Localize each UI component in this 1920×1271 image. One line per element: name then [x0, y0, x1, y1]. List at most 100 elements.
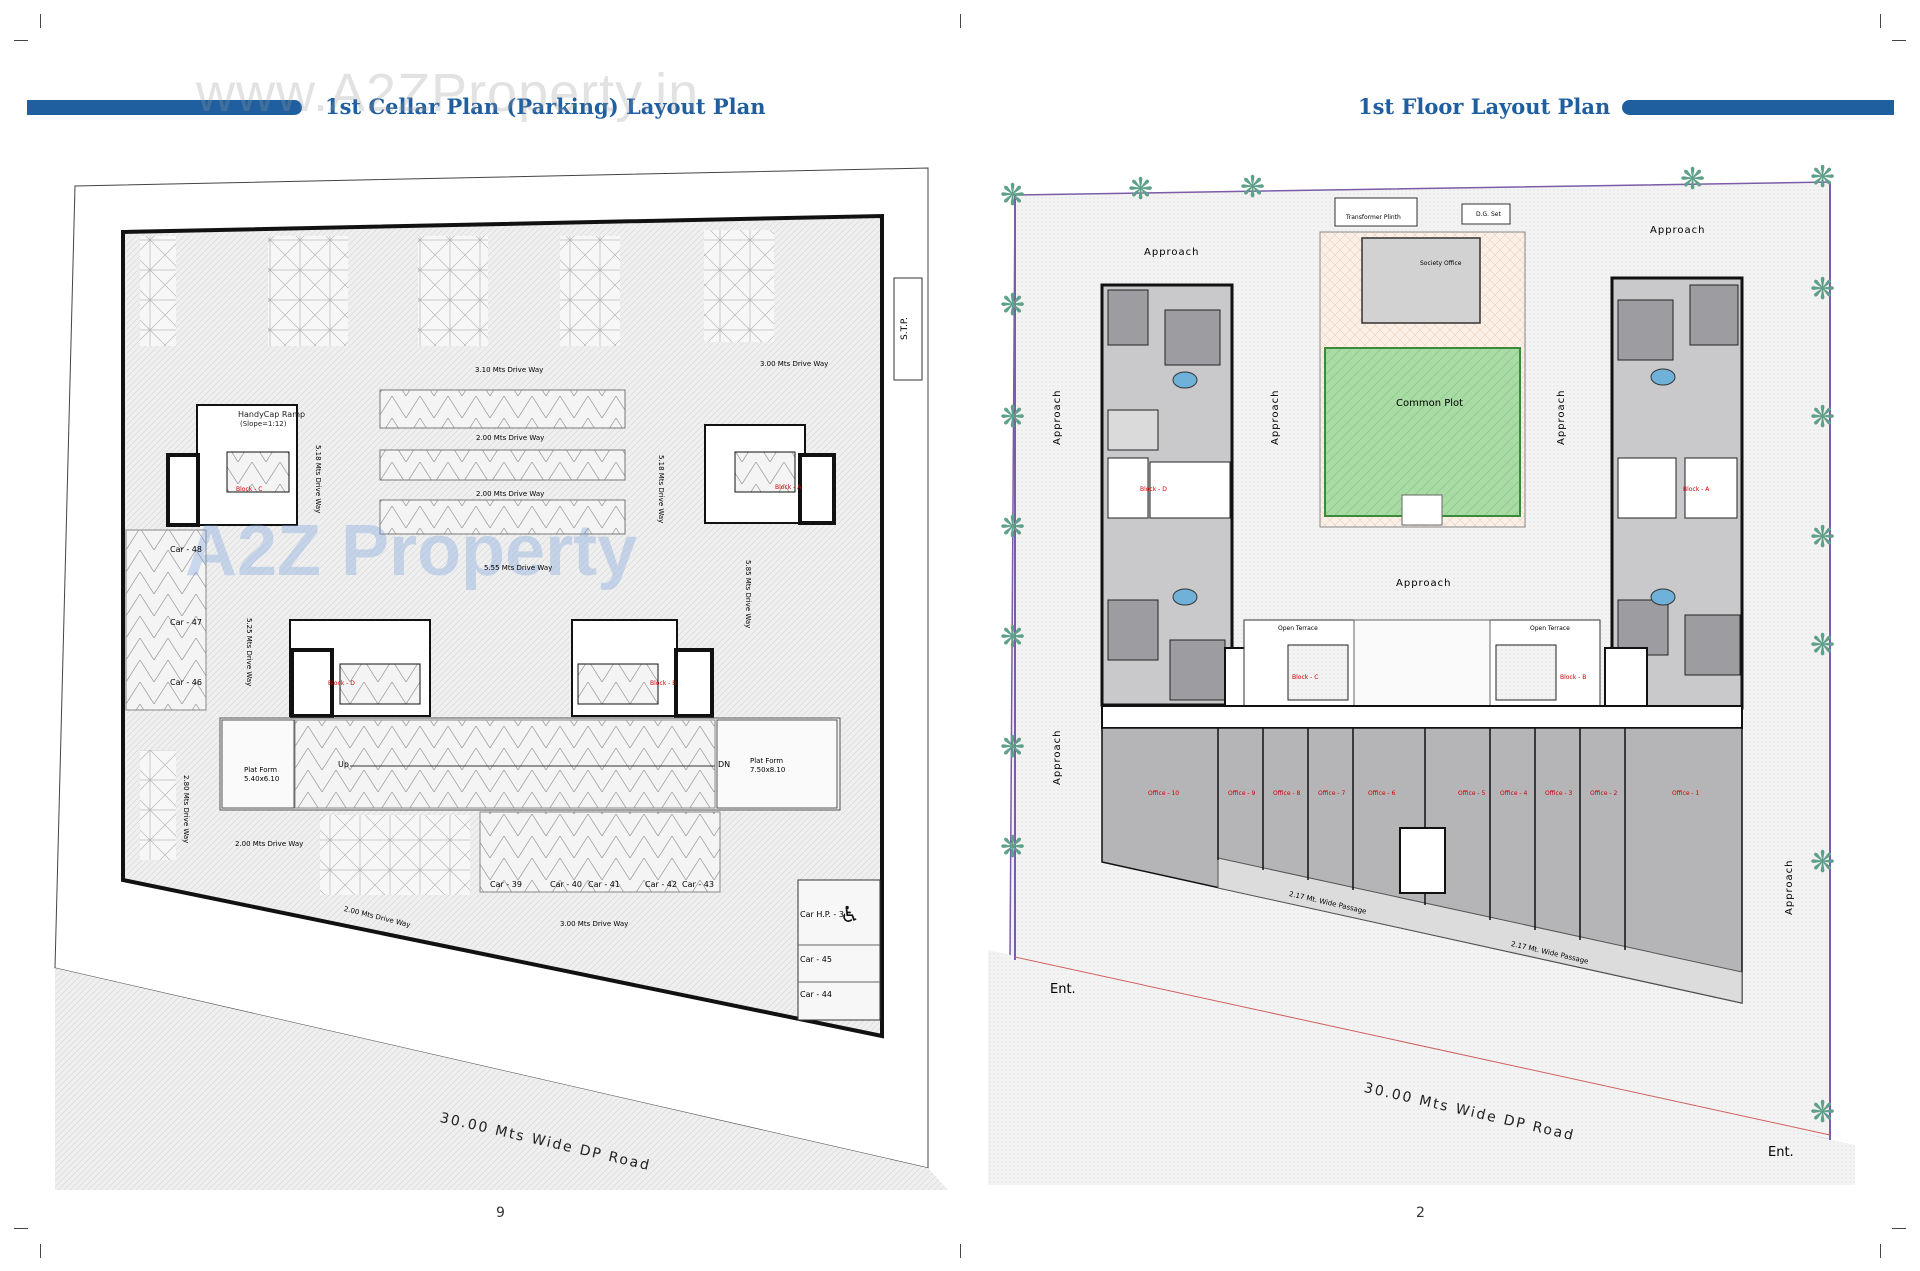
dg-set	[1461, 203, 1511, 225]
office-label: Office - 6	[1368, 790, 1396, 797]
block-label: Block - C	[1292, 674, 1319, 681]
core-block-c	[166, 404, 298, 527]
tree-icon: ❋	[1000, 288, 1026, 323]
watermark-logo: A2Z Property	[185, 511, 638, 591]
tree-icon: ❋	[1810, 845, 1836, 880]
parking-row	[418, 236, 488, 346]
handicap-icon: ♿	[840, 903, 860, 928]
core-block-d	[289, 619, 431, 718]
platform-left-size: 5.40x6.10	[244, 775, 280, 783]
tree-icon: ❋	[1810, 400, 1836, 435]
car-label: Car - 40	[550, 880, 582, 889]
drive-way-label: 3.00 Mts Drive Way	[560, 920, 629, 928]
crop-mark	[1892, 1228, 1906, 1229]
core-block-b	[571, 619, 714, 718]
approach-label: Approach	[1556, 389, 1567, 445]
ramp-treads	[294, 719, 716, 809]
tree-icon: ❋	[1810, 628, 1836, 663]
crop-mark	[960, 1244, 961, 1258]
office-label: Office - 1	[1672, 790, 1700, 797]
block-label: Block - C	[236, 486, 263, 493]
block-label: Block - A	[775, 484, 802, 491]
drive-way-label: 5.25 Mts Drive Way	[245, 618, 253, 687]
stall-band	[379, 499, 626, 535]
approach-label: Approach	[1396, 578, 1452, 589]
office-label: Office - 5	[1458, 790, 1486, 797]
parking-row	[268, 236, 348, 346]
drive-way-label: 5.55 Mts Drive Way	[484, 564, 553, 572]
ramp-up-label: Up	[338, 760, 349, 769]
office-label: Office - 9	[1228, 790, 1256, 797]
watermark-url: www.A2ZProperty.in	[196, 63, 700, 123]
ramp-dn-label: DN	[718, 760, 731, 769]
drive-way-label: 3.10 Mts Drive Way	[475, 366, 544, 374]
society-office	[1361, 237, 1481, 324]
car-label: Car - 45	[800, 955, 832, 964]
approach-label: Approach	[1270, 389, 1281, 445]
parking-row	[320, 815, 470, 895]
approach-label: Approach	[1052, 729, 1063, 785]
common-plot-label: Common Plot	[1396, 398, 1464, 409]
right-header-bar	[1622, 100, 1894, 115]
car-label: Car - 47	[170, 618, 202, 627]
handicap-ramp-slope: (Slope=1:12)	[240, 420, 287, 428]
car-label: Car - 43	[682, 880, 714, 889]
drive-way-label: 5.18 Mts Drive Way	[314, 445, 322, 514]
connector	[1353, 619, 1491, 707]
office-label: Office - 7	[1318, 790, 1346, 797]
crop-mark	[1880, 1244, 1881, 1258]
platform-right-size: 7.50x8.10	[750, 766, 786, 774]
tree-icon: ❋	[1810, 1095, 1836, 1130]
first-floor-plan	[988, 181, 1855, 1185]
handicap-parking	[797, 879, 881, 1021]
tree-icon: ❋	[1000, 620, 1026, 655]
car-label: Car - 44	[800, 990, 832, 999]
road-area	[55, 968, 948, 1190]
drive-way-label: 2.00 Mts Drive Way	[235, 840, 304, 848]
crop-mark	[960, 14, 961, 28]
block-label: Block - D	[1140, 486, 1167, 493]
platform-left-label: Plat Form	[244, 766, 278, 774]
tree-icon: ❋	[1000, 830, 1026, 865]
tree-icon: ❋	[1810, 160, 1836, 195]
stall-band	[379, 389, 626, 429]
drive-way-label: 3.00 Mts Drive Way	[760, 360, 829, 368]
approach-label: Approach	[1052, 389, 1063, 445]
parking-row	[140, 750, 176, 860]
drive-way-label: 2.80 Mts Drive Way	[182, 775, 190, 844]
crop-mark	[40, 14, 41, 28]
crop-mark	[1880, 14, 1881, 28]
left-page-number: 9	[496, 1205, 505, 1221]
block-label: Block - B	[650, 680, 677, 687]
stall-column	[125, 529, 207, 711]
crop-mark	[14, 1228, 28, 1229]
handicap-ramp-label: HandyCap Ramp	[238, 410, 306, 419]
drive-way-label: 5.18 Mts Drive Way	[657, 455, 665, 524]
left-header-bar	[27, 100, 302, 115]
office-stair	[1399, 827, 1446, 894]
tree-icon: ❋	[1240, 170, 1266, 205]
stp-box	[893, 277, 923, 381]
office-label: Office - 4	[1500, 790, 1528, 797]
right-page-number: 2	[1416, 1205, 1425, 1221]
block-label: Block - D	[328, 680, 355, 687]
drive-way-label: 2.00 Mts Drive Way	[476, 434, 545, 442]
car-label: Car - 41	[588, 880, 620, 889]
approach-label: Approach	[1144, 247, 1200, 258]
crop-mark	[1892, 40, 1906, 41]
stall-band	[379, 449, 626, 481]
common-plot	[1324, 347, 1521, 517]
office-label: Office - 3	[1545, 790, 1573, 797]
garden-steps	[1401, 494, 1443, 526]
office-label: Office - 10	[1148, 790, 1180, 797]
office-label: Office - 2	[1590, 790, 1618, 797]
car-label: Car - 39	[490, 880, 522, 889]
parking-row	[140, 236, 176, 346]
column-strip	[1101, 705, 1743, 729]
block-label: Block - B	[1560, 674, 1587, 681]
society-office-label: Society Office	[1420, 260, 1462, 267]
tree-icon: ❋	[1680, 162, 1706, 197]
transformer-plinth	[1334, 197, 1418, 227]
platform-right-label: Plat Form	[750, 757, 784, 765]
car-label: Car - 48	[170, 545, 202, 554]
